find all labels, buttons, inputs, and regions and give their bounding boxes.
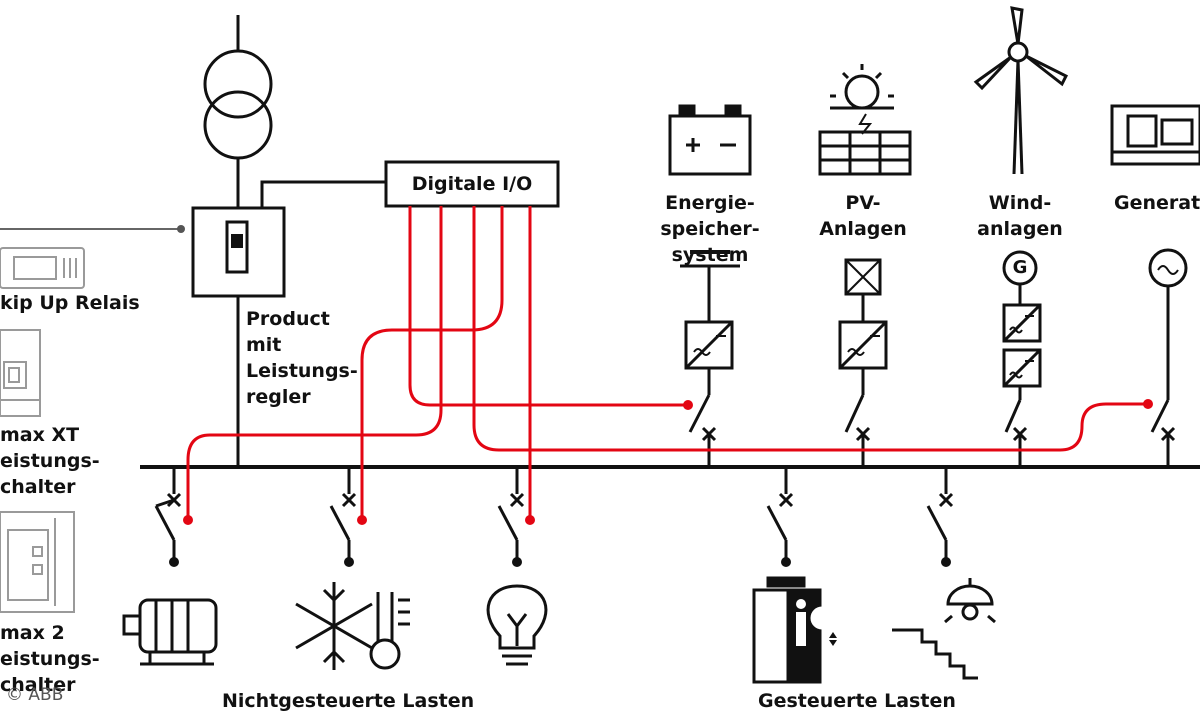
lighting-feeder-switch: [497, 467, 525, 562]
device-label-line: kip Up Relais: [0, 292, 140, 314]
snowflake-icon: [295, 582, 373, 670]
hvac-feeder-switch: [329, 467, 357, 562]
sun-icon: [830, 64, 894, 110]
pv-label: PV- Anlagen: [806, 190, 920, 242]
generator-label: Generat: [1114, 190, 1200, 216]
pv-switch: [844, 394, 865, 433]
source-label-line: Energie-: [665, 192, 755, 214]
generator-icon: [1110, 104, 1200, 166]
wind-label: Wind- anlagen: [962, 190, 1078, 242]
digital-io-label: Digitale I/O: [411, 173, 533, 195]
controlled-loads-label: Gesteuerte Lasten: [758, 690, 956, 712]
controller-label-line: Product: [246, 308, 330, 330]
emax-2-breaker-icon: [0, 511, 75, 613]
uncontrolled-loads-label: Nichtgesteuerte Lasten: [222, 690, 475, 712]
elevator-feeder-switch: [766, 467, 794, 562]
elevator-icon: [752, 576, 837, 684]
device-label-line: max XT: [0, 424, 80, 446]
stair-light-feeder-switch: [926, 467, 954, 562]
motor-icon: [122, 598, 218, 666]
wind-switch: [1004, 399, 1022, 433]
source-label-line: Wind-: [988, 192, 1052, 214]
battery-icon: [668, 104, 752, 176]
controller-label-line: mit: [246, 334, 282, 356]
device-label-line: max 2: [0, 622, 65, 644]
elevator-person-icon: [796, 599, 806, 646]
device-label-line: chalter: [0, 476, 76, 498]
energy-storage-label: Energie- speicher- system: [650, 190, 770, 268]
source-label-line: anlagen: [977, 218, 1063, 240]
stair-light-icon: [892, 578, 996, 680]
generator-switch: [1150, 399, 1170, 433]
control-signal-lines: [186, 206, 1148, 520]
device-label-line: eistungs-: [0, 648, 100, 670]
source-label-line: system: [671, 244, 749, 266]
controller-label-line: Leistungs-: [246, 360, 358, 382]
light-bulb-icon: [486, 584, 548, 666]
wind-converter-1-icon: [1002, 303, 1042, 343]
motor-feeder-switch: [154, 467, 182, 562]
wind-converter-2-icon: [1002, 348, 1042, 388]
source-label-line: Anlagen: [819, 218, 907, 240]
energy-storage-converter-icon: [684, 320, 734, 370]
pv-generator-icon: [844, 258, 882, 296]
skip-up-relay-icon: [0, 247, 85, 289]
source-label-line: speicher-: [660, 218, 760, 240]
emax-xt-label: max XT eistungs- chalter: [0, 422, 100, 500]
controller-label-line: regler: [246, 386, 311, 408]
transformer-icon: [203, 15, 273, 208]
device-label-line: eistungs-: [0, 450, 100, 472]
source-label-line: PV-: [845, 192, 881, 214]
skip-up-relay-label: kip Up Relais: [0, 290, 140, 316]
solar-panel-icon: [818, 113, 912, 176]
pv-converter-icon: [838, 320, 888, 370]
digital-io-box: [384, 160, 560, 208]
emax-2-label: max 2 eistungs- chalter: [0, 620, 100, 698]
emax-xt-breaker-icon: [0, 329, 41, 417]
thermometer-icon: [369, 592, 410, 670]
energy-storage-switch: [688, 394, 711, 433]
wind-turbine-icon: [973, 6, 1069, 175]
controller-label: Product mit Leistungs- regler: [246, 306, 358, 410]
device-label-line: chalter: [0, 674, 76, 696]
source-label-line: Generat: [1114, 192, 1200, 214]
copyright-notice: © ABB: [6, 685, 64, 705]
generator-symbol-label: G: [1012, 257, 1028, 278]
generator-symbol: [1148, 248, 1188, 288]
controller-box-icon: [191, 180, 386, 467]
